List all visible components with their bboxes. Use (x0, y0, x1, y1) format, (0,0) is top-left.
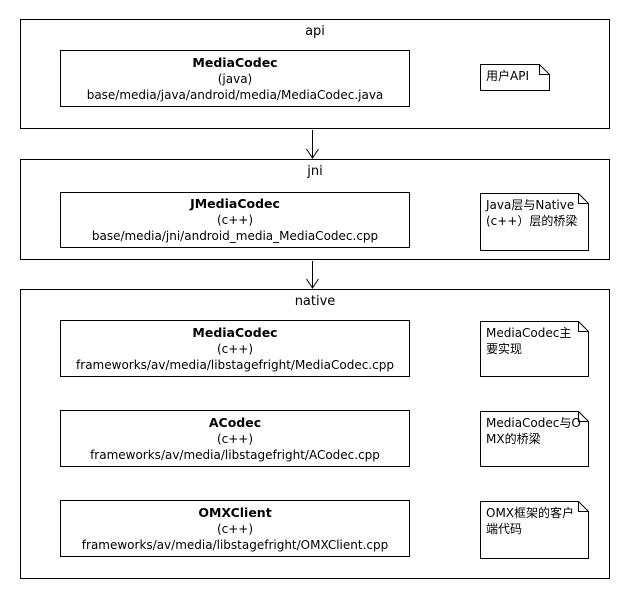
component-path: frameworks/av/media/libstagefright/Media… (76, 358, 394, 372)
note-acodec: MediaCodec与OMX的桥梁 (486, 416, 581, 446)
package-title: native (294, 294, 336, 309)
component-name: OMXClient (198, 505, 272, 520)
component-path: frameworks/av/media/libstagefright/OMXCl… (81, 538, 389, 552)
component-lang: (java) (217, 72, 253, 86)
component-lang: (c++) (216, 432, 254, 446)
note-jni: Java层与Native(c++）层的桥梁 (486, 198, 578, 228)
component-name: JMediaCodec (190, 196, 280, 211)
component-acodec: ACodec (c++) frameworks/av/media/libstag… (60, 410, 410, 467)
component-lang: (c++) (216, 213, 254, 227)
component-mediacodec-native: MediaCodec (c++) frameworks/av/media/lib… (60, 320, 410, 377)
note-shape (480, 321, 589, 377)
package-title: api (305, 24, 325, 39)
note-shape (480, 193, 589, 251)
component-name: ACodec (208, 415, 262, 430)
note-mediacodec: MediaCodec主要实现 (486, 326, 572, 356)
component-jmediacodec: JMediaCodec (c++) base/media/jni/android… (60, 192, 410, 248)
component-path: frameworks/av/media/libstagefright/ACode… (90, 448, 380, 462)
component-path: base/media/jni/android_media_MediaCodec.… (91, 229, 379, 243)
note-api: 用户API (486, 69, 529, 83)
component-omxclient: OMXClient (c++) frameworks/av/media/libs… (60, 500, 410, 557)
package-title: jni (307, 164, 323, 179)
note-shape (480, 64, 550, 91)
component-mediacodec-java: MediaCodec (java) base/media/java/androi… (60, 50, 410, 107)
component-name: MediaCodec (192, 55, 278, 70)
component-path: base/media/java/android/media/MediaCodec… (86, 88, 384, 102)
component-lang: (c++) (216, 342, 254, 356)
note-omxclient: OMX框架的客户端代码 (486, 506, 575, 536)
note-shape (480, 501, 589, 559)
note-shape (480, 411, 589, 467)
component-lang: (c++) (216, 522, 254, 536)
component-name: MediaCodec (192, 325, 278, 340)
